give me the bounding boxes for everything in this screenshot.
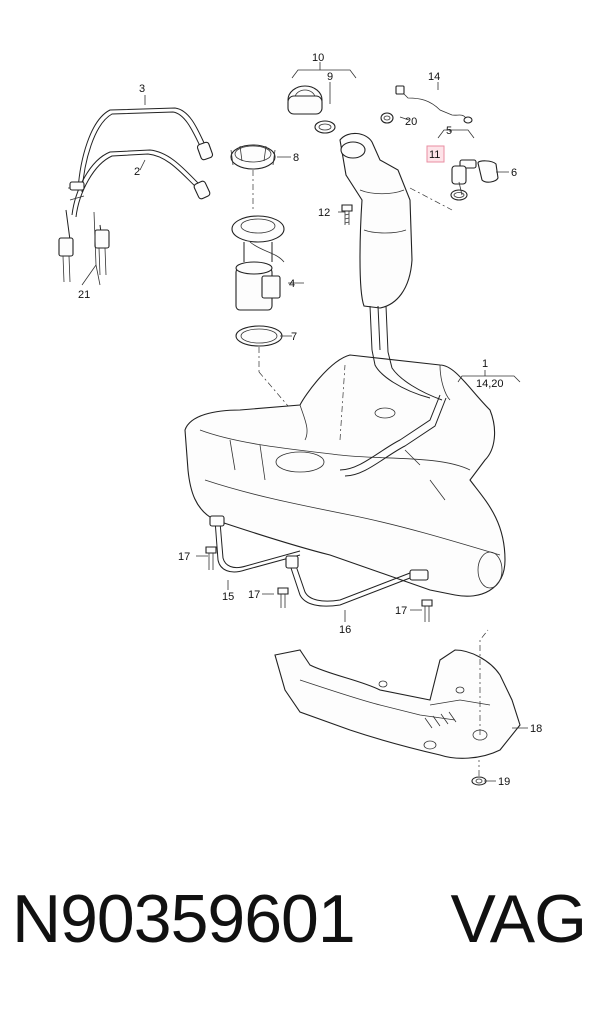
highlight-box-11 — [426, 145, 445, 163]
fuel-tank-1 — [184, 349, 506, 597]
connector-21 — [58, 181, 110, 283]
callout-18: 18 — [530, 723, 542, 735]
part-footer: N90359601 VAG — [0, 880, 600, 990]
bolt-12 — [341, 204, 353, 225]
callout-16: 16 — [339, 624, 351, 636]
seal-ring-7 — [235, 325, 283, 347]
strap-16 — [285, 555, 429, 607]
callout-12: 12 — [318, 207, 330, 219]
wiring-14 — [395, 85, 473, 124]
valve-11 — [450, 165, 468, 201]
callout-1-sub: 14,20 — [476, 378, 504, 390]
nut-19 — [471, 776, 487, 786]
seal-9 — [314, 120, 336, 134]
callout-17-b: 17 — [248, 589, 260, 601]
bolts-17 — [205, 546, 433, 622]
seal-20 — [380, 112, 394, 124]
callout-4: 4 — [289, 278, 295, 290]
fuel-tank-exploded-diagram: 1 14,20 2 3 4 5 6 7 8 9 10 11 12 14 15 1… — [58, 52, 542, 788]
callout-15: 15 — [222, 591, 234, 603]
callout-9: 9 — [327, 71, 333, 83]
callout-11: 11 — [429, 149, 440, 161]
callout-3: 3 — [139, 83, 145, 95]
strap-15 — [209, 515, 301, 573]
locking-ring-8 — [230, 144, 276, 170]
filler-neck — [339, 132, 413, 353]
callout-10: 10 — [312, 52, 324, 64]
callout-6: 6 — [511, 167, 517, 179]
callout-17-c: 17 — [395, 605, 407, 617]
vent-valve-6 — [459, 159, 499, 183]
callout-17-a: 17 — [178, 551, 190, 563]
callout-8: 8 — [293, 152, 299, 164]
fuel-pump-4 — [231, 215, 285, 311]
callout-14: 14 — [428, 71, 440, 83]
fuel-line-3 — [77, 107, 214, 193]
callout-1: 1 — [482, 358, 488, 370]
filler-cap-10 — [287, 85, 323, 115]
heat-shield-18 — [274, 649, 521, 759]
callout-7: 7 — [291, 331, 297, 343]
callout-2: 2 — [134, 166, 140, 178]
callout-21: 21 — [78, 289, 90, 301]
fuel-line-2 — [71, 149, 211, 218]
part-number: N90359601 — [12, 881, 356, 957]
callout-20: 20 — [405, 116, 417, 128]
callout-5: 5 — [446, 125, 452, 137]
brand-name: VAG — [450, 881, 587, 957]
callout-19: 19 — [498, 776, 510, 788]
